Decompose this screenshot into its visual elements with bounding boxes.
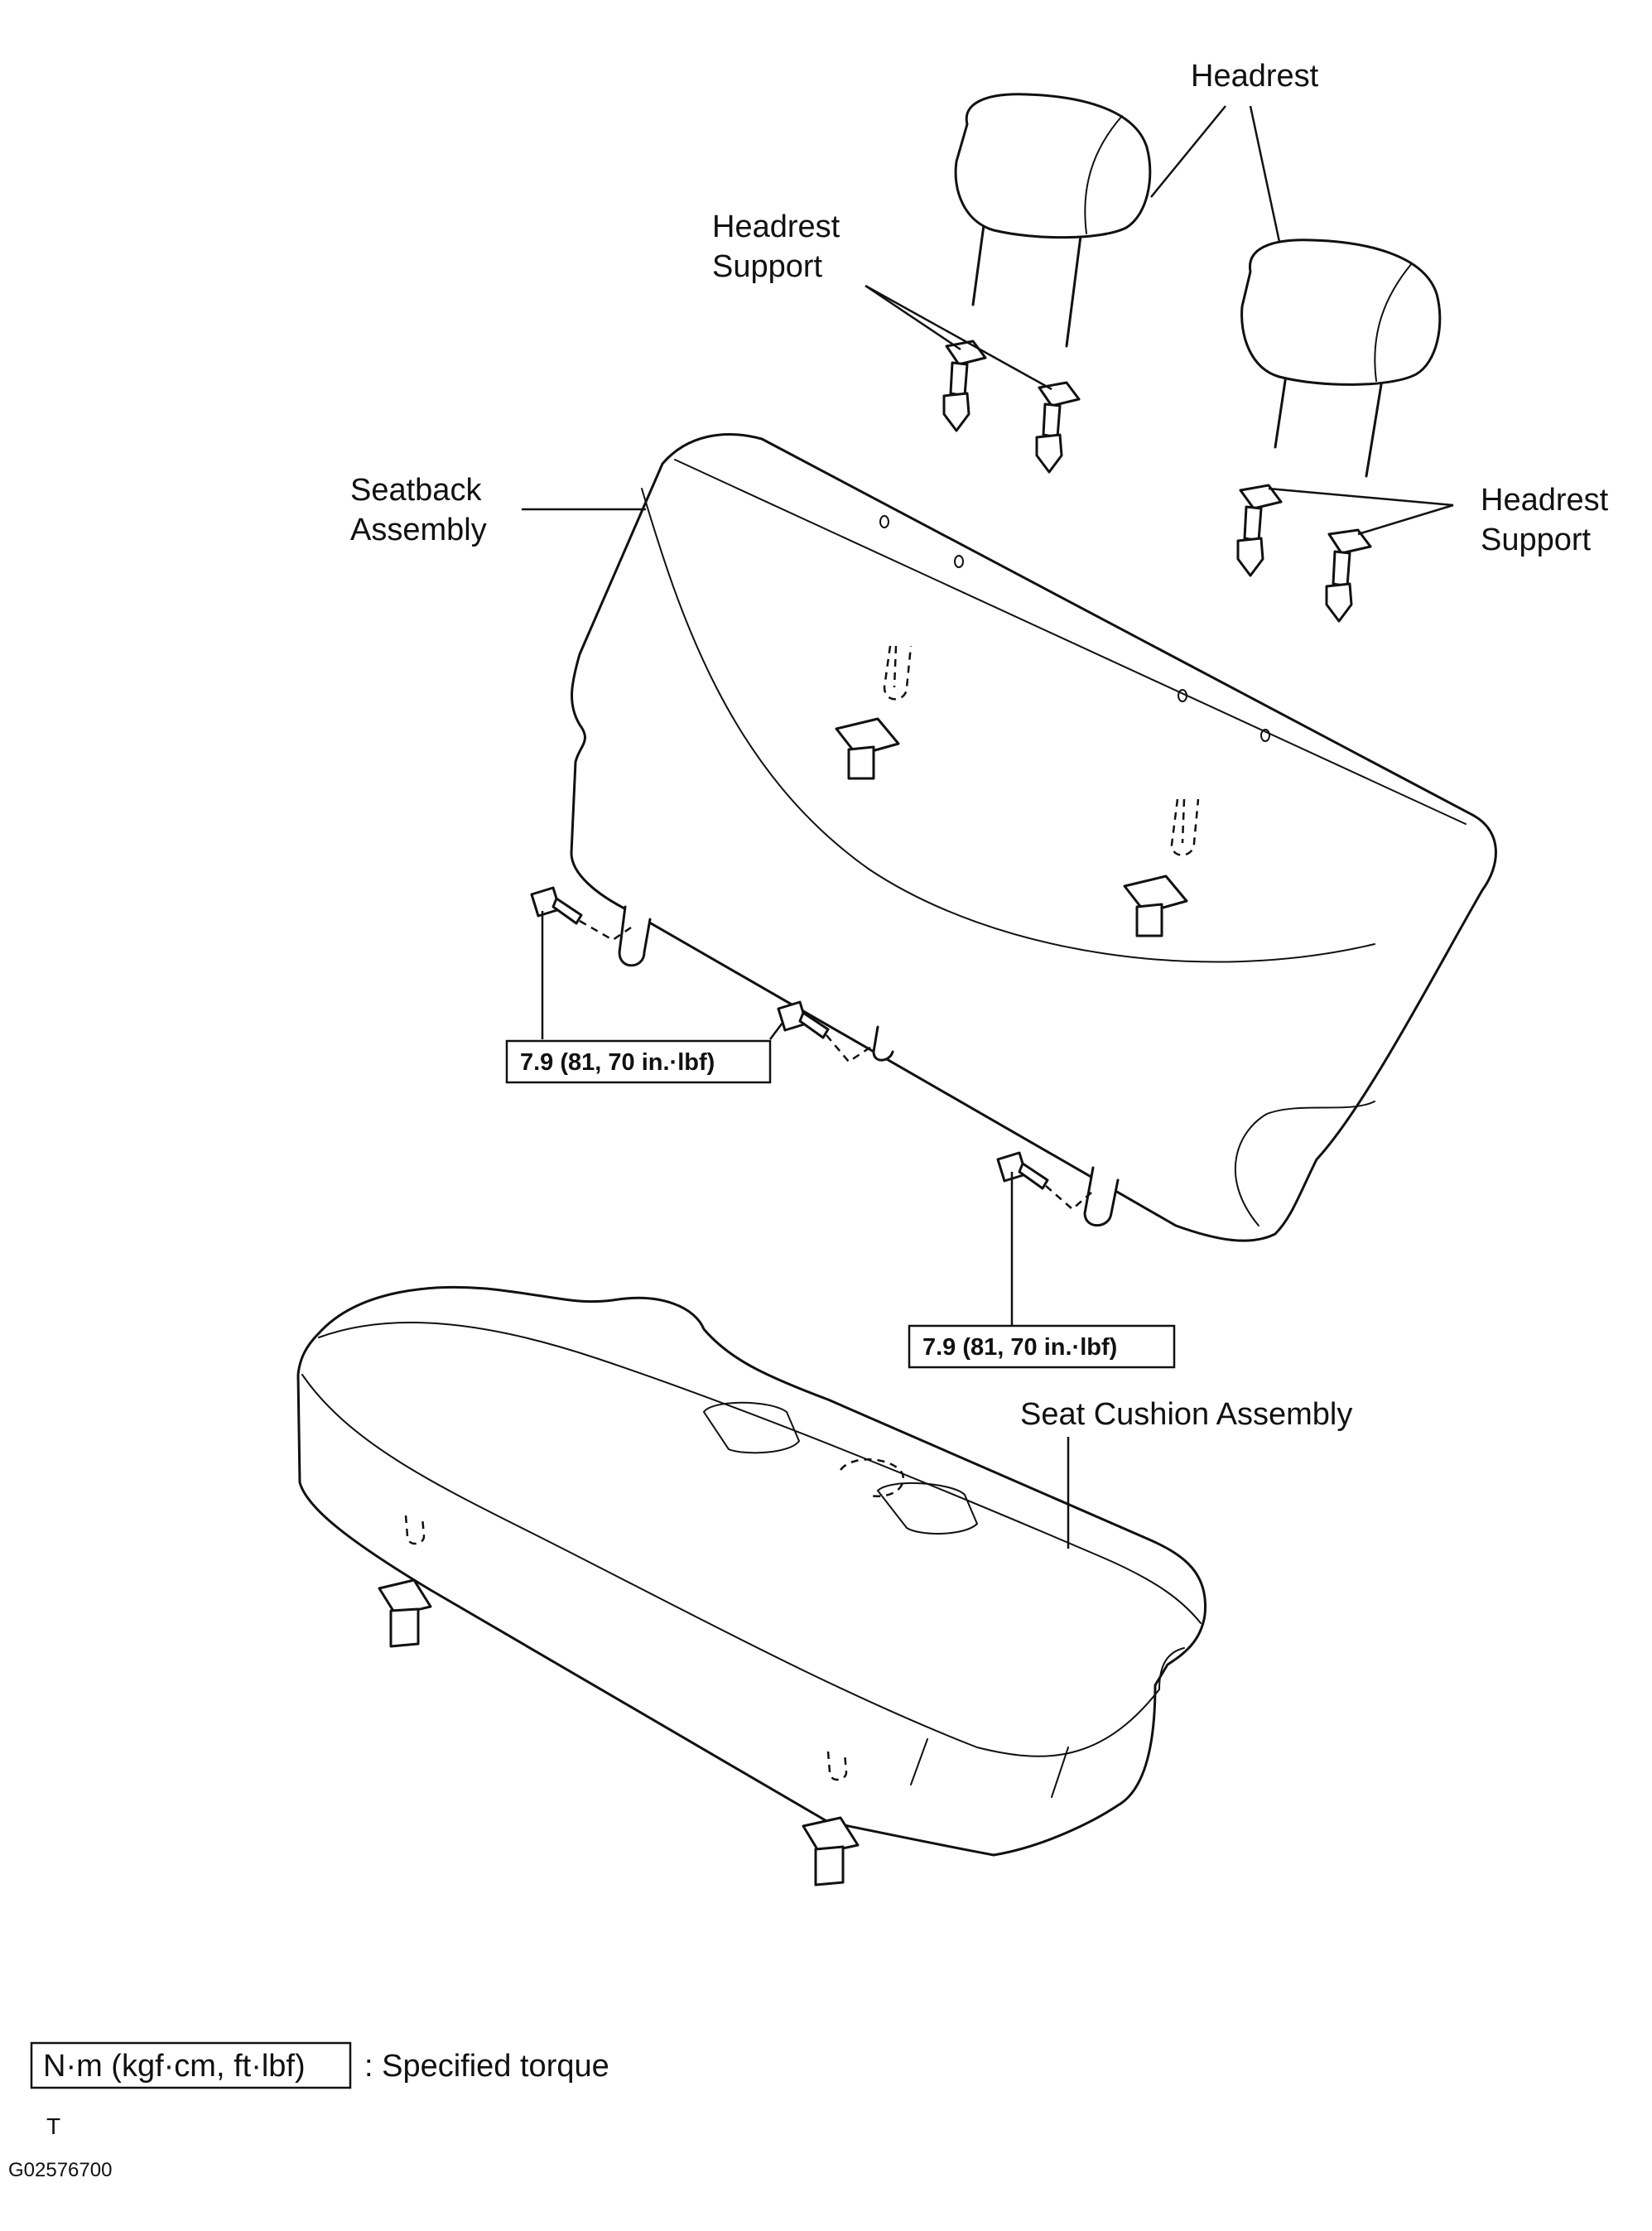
- headrest-support-3: [1236, 484, 1283, 577]
- bolt-3: [996, 1151, 1092, 1211]
- headrest-left: [954, 93, 1152, 348]
- label-seat-cushion: Seat Cushion Assembly: [1020, 1397, 1352, 1432]
- headrest-support-1: [942, 340, 987, 432]
- torque-value-left: 7.9 (81, 70 in.·lbf): [520, 1049, 715, 1076]
- torque-box-right: 7.9 (81, 70 in.·lbf): [908, 1324, 1176, 1369]
- legend-units: N·m (kgf·cm, ft·lbf): [43, 2049, 306, 2084]
- seatback-assembly: [570, 433, 1497, 1242]
- headrest-support-4: [1325, 528, 1372, 623]
- label-seatback-1: Seatback: [350, 473, 482, 508]
- legend-meaning: : Specified torque: [364, 2049, 609, 2084]
- label-headrest-support-right-2: Support: [1481, 523, 1592, 557]
- torque-value-right: 7.9 (81, 70 in.·lbf): [922, 1334, 1117, 1361]
- footer-mark: T: [46, 2113, 60, 2139]
- headrest-right: [1240, 239, 1442, 478]
- bolt-1: [530, 886, 632, 942]
- cushion-clip-2: [802, 1816, 860, 1886]
- seat-cushion-assembly: [296, 1285, 1207, 1857]
- cushion-clip-1: [378, 1578, 432, 1648]
- label-headrest-support-right-1: Headrest: [1481, 483, 1609, 518]
- label-headrest: Headrest: [1191, 59, 1319, 94]
- label-headrest-support-left-2: Support: [712, 249, 823, 284]
- torque-box-left: 7.9 (81, 70 in.·lbf): [505, 1039, 772, 1084]
- torque-legend: N·m (kgf·cm, ft·lbf) : Specified torque: [30, 2041, 609, 2089]
- leader-lines: [522, 105, 1454, 1549]
- label-seatback-2: Assembly: [350, 513, 487, 547]
- headrest-support-2: [1035, 381, 1081, 474]
- label-headrest-support-left-1: Headrest: [712, 210, 840, 244]
- figure-code: G02576700: [8, 2159, 112, 2181]
